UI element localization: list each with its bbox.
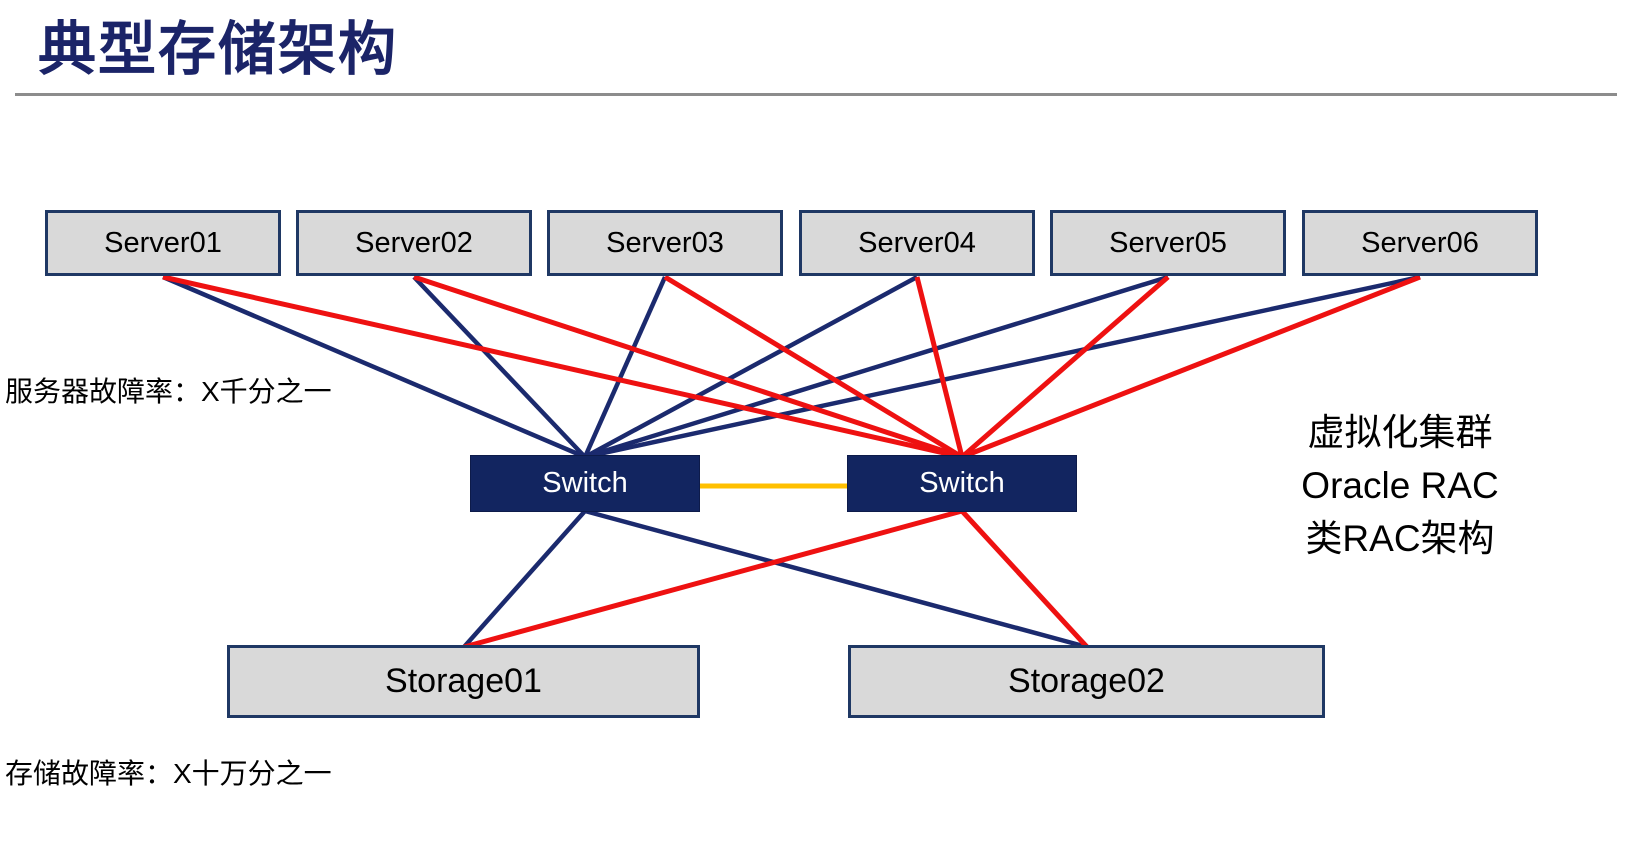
node-switch-left[interactable]: Switch	[470, 455, 700, 512]
link-server03-switch1	[582, 276, 668, 458]
node-storage02[interactable]: Storage02	[848, 645, 1325, 718]
node-server02[interactable]: Server02	[296, 210, 532, 276]
link-server05-switch2	[960, 275, 1170, 459]
storage-failure-rate-note: 存储故障率：X十万分之一	[5, 758, 332, 789]
link-switch1-storage01	[462, 509, 587, 649]
server-failure-rate-note: 服务器故障率：X千分之一	[5, 376, 332, 407]
server01-label: Server01	[104, 226, 222, 259]
cluster-note-line2: Oracle RAC	[1301, 465, 1499, 506]
link-server04-switch1	[583, 275, 919, 459]
link-switch2-storage01	[463, 508, 963, 650]
link-server06-switch1	[584, 274, 1421, 460]
page-title: 典型存储架构	[38, 17, 399, 82]
storage02-label: Storage02	[1008, 662, 1165, 700]
link-server01-switch2	[162, 274, 963, 460]
link-server04-switch2	[914, 276, 965, 458]
node-server03[interactable]: Server03	[547, 210, 783, 276]
link-server05-switch1	[584, 274, 1169, 460]
node-server05[interactable]: Server05	[1050, 210, 1286, 276]
server04-label: Server04	[858, 226, 976, 259]
cluster-note-line3: 类RAC架构	[1305, 518, 1495, 559]
link-server02-switch1	[412, 275, 587, 459]
server03-label: Server03	[606, 226, 724, 259]
node-server06[interactable]: Server06	[1302, 210, 1538, 276]
server02-label: Server02	[355, 226, 473, 259]
server06-label: Server06	[1361, 226, 1479, 259]
link-server01-switch1	[162, 274, 586, 460]
server05-label: Server05	[1109, 226, 1227, 259]
node-server04[interactable]: Server04	[799, 210, 1035, 276]
switch-left-label: Switch	[542, 467, 628, 499]
storage01-label: Storage01	[385, 662, 542, 700]
link-server03-switch2	[663, 274, 964, 460]
node-storage01[interactable]: Storage01	[227, 645, 700, 718]
title-divider	[15, 93, 1617, 96]
node-server01[interactable]: Server01	[45, 210, 281, 276]
cluster-note-line1: 虚拟化集群	[1307, 412, 1493, 453]
switch-right-label: Switch	[919, 467, 1005, 499]
link-switch1-storage02	[584, 508, 1088, 650]
cluster-type-note: 虚拟化集群 Oracle RAC 类RAC架构	[1272, 406, 1528, 565]
node-switch-right[interactable]: Switch	[847, 455, 1077, 512]
link-server06-switch2	[961, 274, 1421, 460]
link-switch2-storage02	[960, 509, 1089, 649]
link-server02-switch2	[413, 274, 963, 460]
